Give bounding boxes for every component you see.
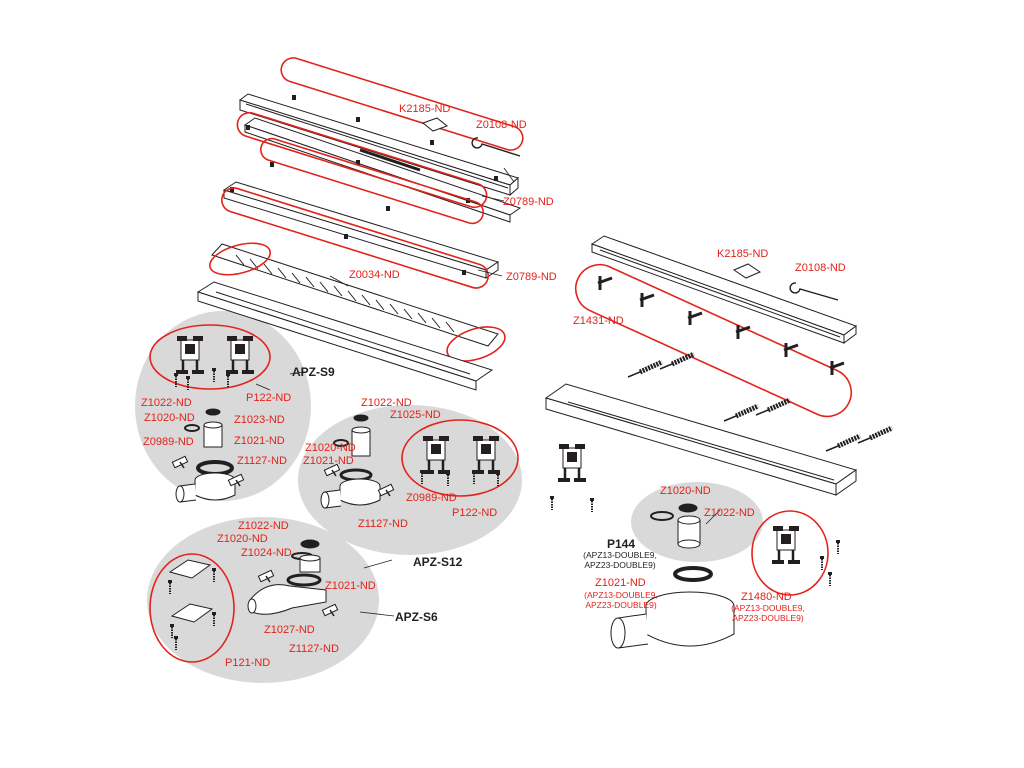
label-z1020-right: Z1020-ND (660, 485, 711, 497)
label-z1022-s9: Z1022-ND (141, 397, 192, 409)
z1431-legs (597, 276, 845, 375)
label-z1021-s12: Z1021-ND (303, 455, 354, 467)
label-z1022-s12: Z1022-ND (361, 397, 412, 409)
label-k2185-right: K2185-ND (717, 248, 769, 260)
label-z1021-note-1: (APZ13-DOUBLE9, (584, 590, 658, 600)
p121-highlight (149, 553, 235, 663)
label-z1127-s6: Z1127-ND (289, 643, 339, 655)
label-z1024-s6: Z1024-ND (241, 547, 292, 559)
s6-outlet (247, 539, 327, 615)
s9-siphon-insert (184, 408, 223, 448)
z1021-ring-right (673, 566, 713, 582)
z0034-highlight-left (209, 242, 271, 276)
z1431-highlight (574, 263, 853, 418)
grate-slots (235, 254, 455, 333)
slotted-grate (211, 243, 499, 347)
label-z1480-note-1: (APZ13-DOUBLE9, (731, 603, 805, 613)
label-z0108-right: Z0108-ND (795, 262, 846, 274)
label-z1022-right: Z1022-ND (704, 507, 755, 519)
label-z0034: Z0034-ND (349, 269, 400, 281)
apz-s9-panel (135, 311, 311, 501)
z0789-highlight-1 (280, 57, 524, 151)
s12-outlet (320, 478, 381, 509)
z1480-highlight (751, 510, 829, 596)
label-z1021-s6: Z1021-ND (325, 580, 376, 592)
label-z1027-s6: Z1027-ND (264, 624, 315, 636)
s9-outlet (175, 460, 236, 503)
p122-highlight-s12 (401, 419, 519, 497)
label-z1127-s9: Z1127-ND (237, 455, 287, 467)
label-p122-s12: P122-ND (452, 507, 498, 519)
apz-s12-panel (298, 405, 522, 555)
label-z0789-a: Z0789-ND (503, 196, 554, 208)
label-p144: P144 (607, 537, 636, 551)
label-p122-s9: P122-ND (246, 392, 292, 404)
p122-highlight-s9 (149, 324, 271, 390)
right-outlet-body (610, 591, 735, 649)
label-k2185-top: K2185-ND (399, 103, 451, 115)
drain-channel-right (544, 383, 858, 496)
label-p144-note-2: APZ23-DOUBLE9) (584, 560, 656, 570)
label-z1021-note-2: APZ23-DOUBLE9) (585, 600, 657, 610)
label-p144-note-1: (APZ13-DOUBLE9, (583, 550, 657, 560)
label-z1021-s9: Z1021-ND (234, 435, 285, 447)
label-z1022-s6: Z1022-ND (238, 520, 289, 532)
z0108-hook-right (789, 282, 839, 301)
grate-top (238, 93, 520, 197)
p144-siphon (650, 503, 701, 549)
grate-right (590, 235, 858, 344)
drain-channel-left (196, 281, 494, 391)
label-z0989-s12: Z0989-ND (406, 492, 457, 504)
title-apz-s12: APZ-S12 (413, 555, 463, 569)
label-z1431: Z1431-ND (573, 315, 624, 327)
p121-brackets (168, 559, 214, 623)
label-z1025-s12: Z1025-ND (390, 409, 441, 421)
label-z1480: Z1480-ND (741, 591, 792, 603)
z0108-hook-top (471, 137, 521, 157)
label-z1480-note-2: APZ23-DOUBLE9) (732, 613, 804, 623)
label-z1127-s12: Z1127-ND (358, 518, 408, 530)
k2185-gasket-top (421, 117, 449, 132)
label-z0108-top: Z0108-ND (476, 119, 527, 131)
z0034-highlight-right (446, 326, 506, 362)
label-z1020-s9: Z1020-ND (144, 412, 195, 424)
label-z0789-b: Z0789-ND (506, 271, 557, 283)
label-p121-s6: P121-ND (225, 657, 271, 669)
s12-siphon-insert (333, 414, 373, 482)
title-apz-s9: APZ-S9 (292, 365, 335, 379)
label-z1021-right: Z1021-ND (595, 577, 646, 589)
z0789-highlight-2 (236, 111, 488, 209)
z0789-highlight-4 (221, 187, 489, 289)
label-z1023-s9: Z1023-ND (234, 414, 285, 426)
label-z1020-s12: Z1020-ND (305, 442, 356, 454)
title-apz-s6: APZ-S6 (395, 610, 438, 624)
leader-lines (255, 167, 721, 617)
label-z0989-s9: Z0989-ND (143, 436, 194, 448)
label-z1020-s6: Z1020-ND (217, 533, 268, 545)
k2185-gasket-right (732, 263, 762, 279)
z0789-highlight-3 (260, 137, 484, 225)
